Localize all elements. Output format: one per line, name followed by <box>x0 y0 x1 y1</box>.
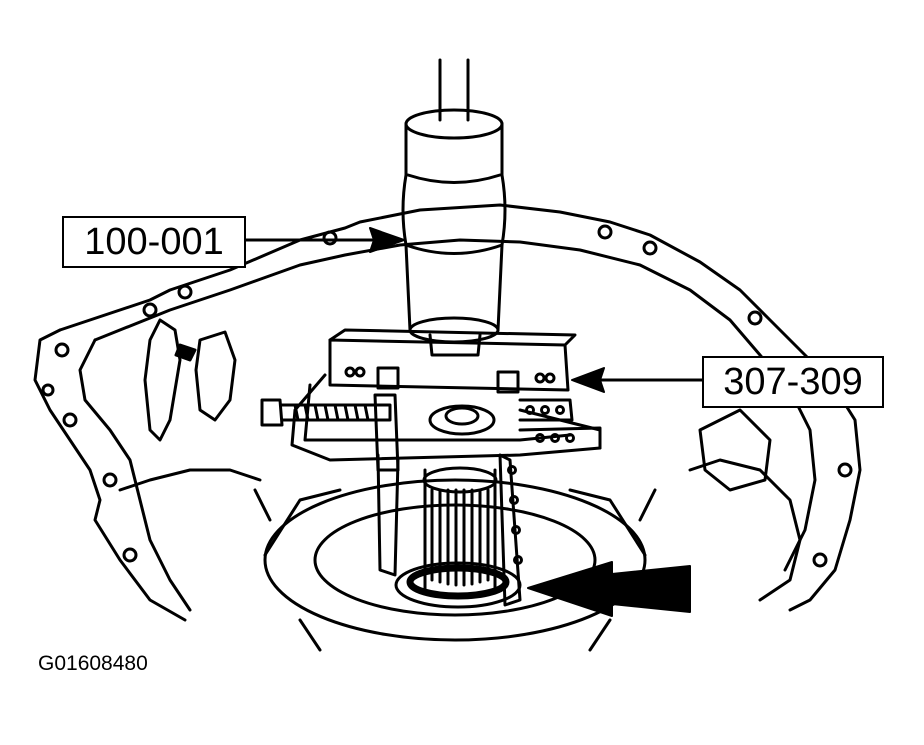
arrowhead-2 <box>571 367 605 393</box>
bearing-indicator-arrow <box>527 561 691 617</box>
forcing-screw <box>260 393 496 472</box>
case-flange-outline <box>58 203 862 612</box>
bearing <box>394 561 522 609</box>
case-lower-right <box>688 458 802 602</box>
puller-crossbar <box>328 328 577 394</box>
left-boss <box>194 330 237 422</box>
figure-id-label: G01608480 <box>38 652 148 675</box>
housing-ring-outer <box>263 478 647 642</box>
flange-bolt-holes <box>41 224 853 568</box>
callout-label-puller: 307-309 <box>702 356 884 408</box>
case-flange-inner <box>93 238 817 572</box>
case-lower-left <box>118 468 262 492</box>
callout-label-tool-handle: 100-001 <box>62 216 246 268</box>
puller-legs <box>376 453 523 607</box>
left-rib <box>143 318 182 442</box>
case-left-inner <box>78 338 192 612</box>
arrowhead-1 <box>369 227 405 253</box>
right-boss <box>698 408 772 492</box>
case-left-side <box>33 328 187 622</box>
